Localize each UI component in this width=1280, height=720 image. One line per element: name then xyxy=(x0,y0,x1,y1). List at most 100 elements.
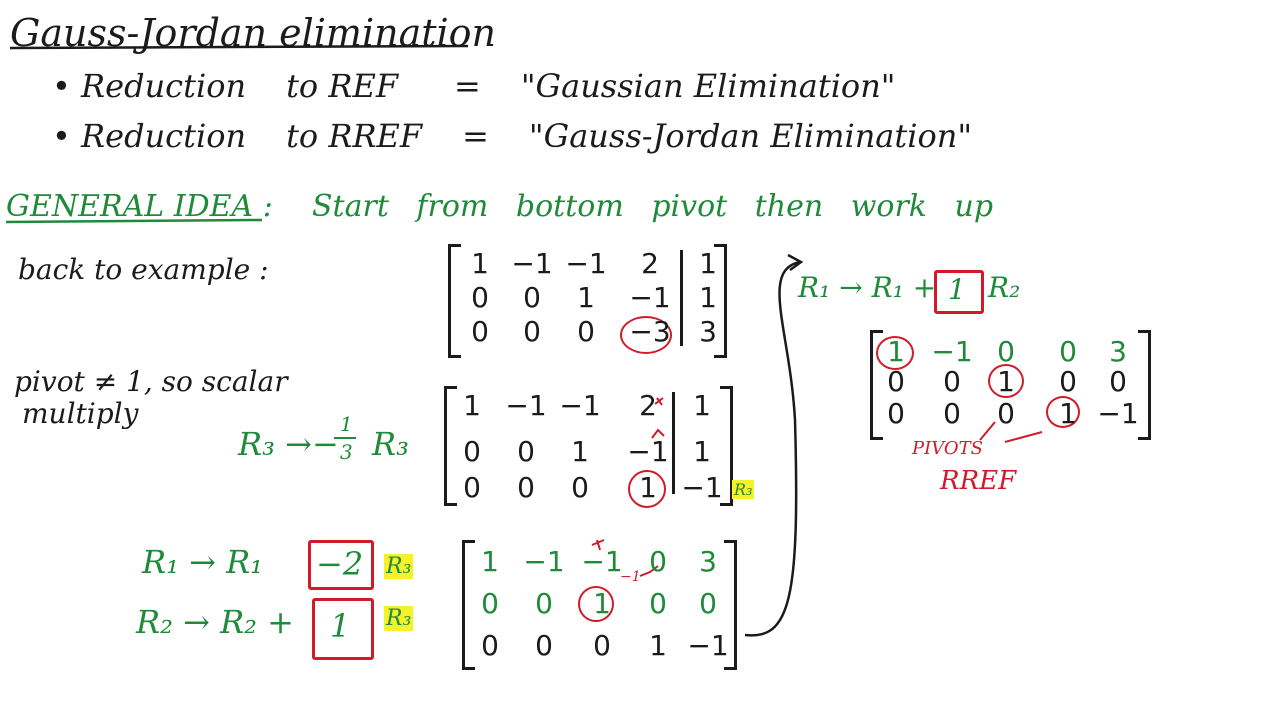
pivot-circle xyxy=(876,336,914,370)
op-r3-sign: − xyxy=(312,425,339,463)
matrix-cell: 0 xyxy=(481,587,499,620)
op-top-r2: R₂ xyxy=(988,271,1021,304)
augment-bar xyxy=(680,250,683,346)
matrix-bracket-right xyxy=(724,540,737,670)
matrix-cell: −3 xyxy=(629,315,671,348)
matrix-cell: 0 xyxy=(593,629,611,662)
bullet-name: "Gaussian Elimination" xyxy=(520,67,896,105)
matrix-bracket-left xyxy=(462,540,475,670)
matrix-cell: 0 xyxy=(887,365,905,398)
matrix-cell: −1 xyxy=(505,389,547,422)
matrix-bracket-left xyxy=(870,330,883,440)
matrix-cell: 1 xyxy=(593,587,611,620)
matrix-cell: 0 xyxy=(523,315,541,348)
op-r1-factor: −2 xyxy=(316,545,364,583)
matrix-cell: 0 xyxy=(571,471,589,504)
matrix-bracket-left xyxy=(448,244,461,358)
matrix-cell: 1 xyxy=(639,471,657,504)
matrix-bracket-right xyxy=(1138,330,1151,440)
bullet-name: "Gauss-Jordan Elimination" xyxy=(528,117,973,155)
matrix-cell: 0 xyxy=(535,587,553,620)
matrix-cell: 0 xyxy=(523,281,541,314)
pivot-note-line1: pivot ≠ 1, so scalar xyxy=(14,365,288,398)
augment-bar xyxy=(672,392,675,494)
matrix-cell: −1 xyxy=(627,435,669,468)
matrix-cell: 0 xyxy=(997,397,1015,430)
flow-arrow xyxy=(744,260,801,637)
matrix-cell: 0 xyxy=(463,435,481,468)
matrix-cell: 1 xyxy=(699,281,717,314)
bullet-dot: • xyxy=(52,67,82,105)
check-mark xyxy=(639,565,659,577)
pivot-circle xyxy=(628,470,666,508)
matrix-cell: 0 xyxy=(535,629,553,662)
factor-box xyxy=(934,270,984,314)
op-top-lhs: R₁ → R₁ + xyxy=(798,271,937,304)
pivot-circle xyxy=(1046,396,1080,428)
matrix-cell: 0 xyxy=(481,629,499,662)
pivot-circle xyxy=(578,586,614,622)
title-underline xyxy=(9,44,469,50)
matrix-cell: −1 xyxy=(523,545,565,578)
matrix-cell: −1 xyxy=(629,281,671,314)
matrix-cell: 0 xyxy=(1059,365,1077,398)
op-r3-rhs: R₃ xyxy=(372,425,409,463)
factor-box xyxy=(308,540,374,590)
matrix-cell: 0 xyxy=(577,315,595,348)
pivot-circle xyxy=(620,316,672,354)
matrix-cell: −1 xyxy=(931,335,973,368)
pivot-pointer xyxy=(979,421,996,441)
op-r2-factor: 1 xyxy=(330,607,351,645)
bullet-equals: = xyxy=(462,117,489,155)
matrix-cell: 0 xyxy=(943,397,961,430)
pivot-note-line2: multiply xyxy=(22,397,139,430)
matrix-cell: 1 xyxy=(481,545,499,578)
factor-box xyxy=(312,598,374,660)
matrix-cell: 0 xyxy=(649,587,667,620)
matrix-cell: 0 xyxy=(649,545,667,578)
bullet-target: to REF xyxy=(286,67,399,105)
matrix-cell: −1 xyxy=(1097,397,1139,430)
matrix-cell: 0 xyxy=(1109,365,1127,398)
op-r2-lhs: R₂ → R₂ + xyxy=(136,603,294,641)
matrix-cell: 2 xyxy=(639,389,657,422)
pivot-circle xyxy=(988,364,1024,398)
matrix-cell: 1 xyxy=(463,389,481,422)
op-r3-frac-den: 3 xyxy=(340,440,353,464)
matrix-cell: 0 xyxy=(463,471,481,504)
bullet-dot: • xyxy=(52,117,82,155)
matrix-cell: 1 xyxy=(693,435,711,468)
general-idea-label: GENERAL IDEA : xyxy=(6,189,273,224)
matrix-cell: 0 xyxy=(471,281,489,314)
caret-mark xyxy=(651,428,665,439)
matrix-cell: 1 xyxy=(699,247,717,280)
matrix-cell: 0 xyxy=(997,335,1015,368)
matrix-cell: 3 xyxy=(699,545,717,578)
matrix-cell: 0 xyxy=(517,435,535,468)
cross-mark xyxy=(654,397,664,406)
matrix-cell: 0 xyxy=(887,397,905,430)
op-top-factor: 1 xyxy=(948,273,966,306)
matrix-cell: 1 xyxy=(1059,397,1077,430)
matrix-cell: 1 xyxy=(997,365,1015,398)
matrix-cell: 3 xyxy=(699,315,717,348)
matrix-cell: 1 xyxy=(887,335,905,368)
matrix-cell: 1 xyxy=(649,629,667,662)
matrix-cell: 0 xyxy=(471,315,489,348)
op-r2-r3: R₃ xyxy=(384,606,414,631)
matrix-cell: 0 xyxy=(943,365,961,398)
general-idea-text: Start from bottom pivot then work up xyxy=(312,189,994,224)
rref-label: RREF xyxy=(940,466,1017,496)
matrix-cell: 1 xyxy=(471,247,489,280)
arrow-head xyxy=(787,253,804,272)
matrix-cell: 0 xyxy=(699,587,717,620)
matrix-bracket-right xyxy=(720,386,733,506)
op-r3-lhs: R₃ → xyxy=(238,425,312,463)
matrix-cell: 0 xyxy=(1059,335,1077,368)
matrix-cell: −1 xyxy=(687,629,729,662)
op-r1-lhs: R₁ → R₁ xyxy=(142,543,263,581)
